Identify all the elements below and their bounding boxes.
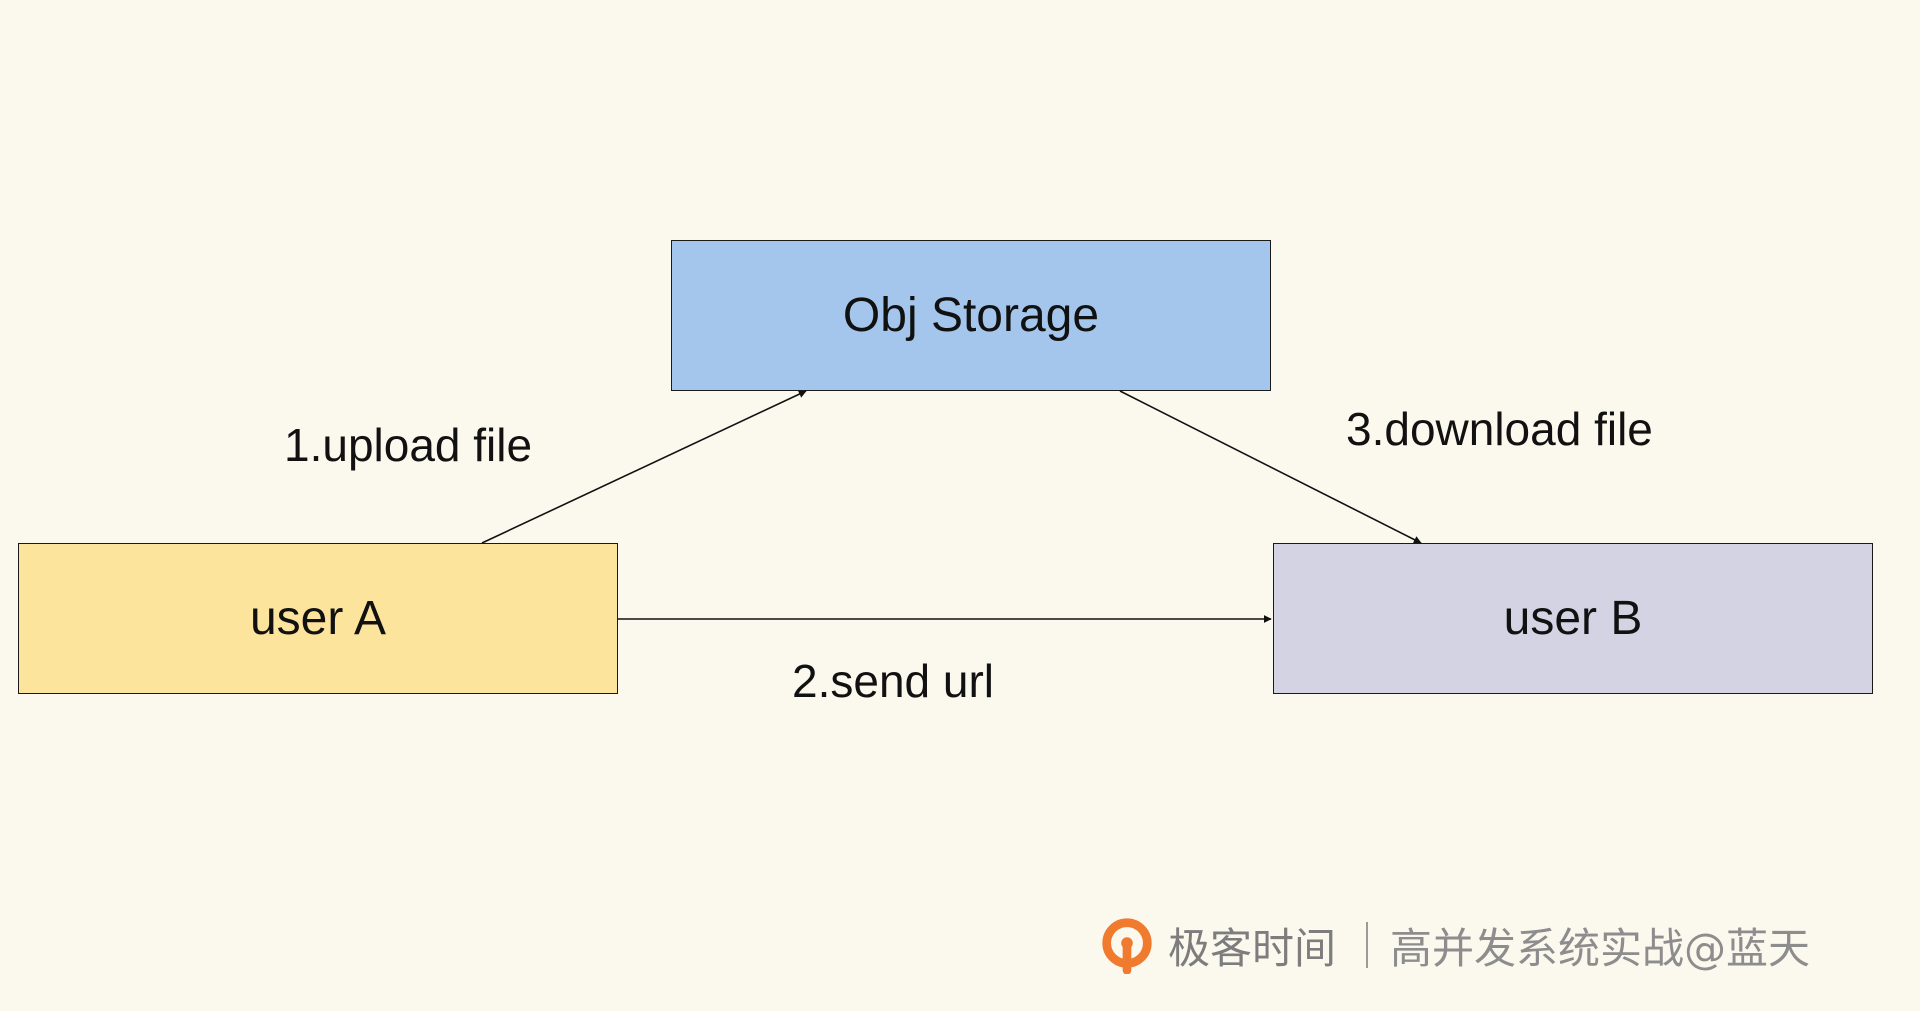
node-user-a-label: user A [249,592,387,645]
edge-label-upload: 1.upload file [284,419,533,471]
watermark: 极客时间 高并发系统实战@蓝天 [1098,910,1810,980]
edge-upload-arrow [481,390,807,544]
node-obj-storage: Obj Storage [671,240,1271,391]
geektime-logo-icon [1102,918,1152,974]
edge-label-download: 3.download file [1346,403,1653,455]
watermark-brand: 极客时间 [1168,923,1337,973]
watermark-author: 高并发系统实战@蓝天 [1390,923,1811,973]
edge-label-send-url: 2.send url [792,655,995,707]
node-user-a: user A [18,543,618,694]
edge-download-arrow [1119,390,1422,544]
watermark-divider [1366,922,1369,968]
node-user-b-label: user B [1503,592,1643,645]
node-user-b: user B [1273,543,1873,694]
node-obj-storage-label: Obj Storage [842,289,1100,342]
